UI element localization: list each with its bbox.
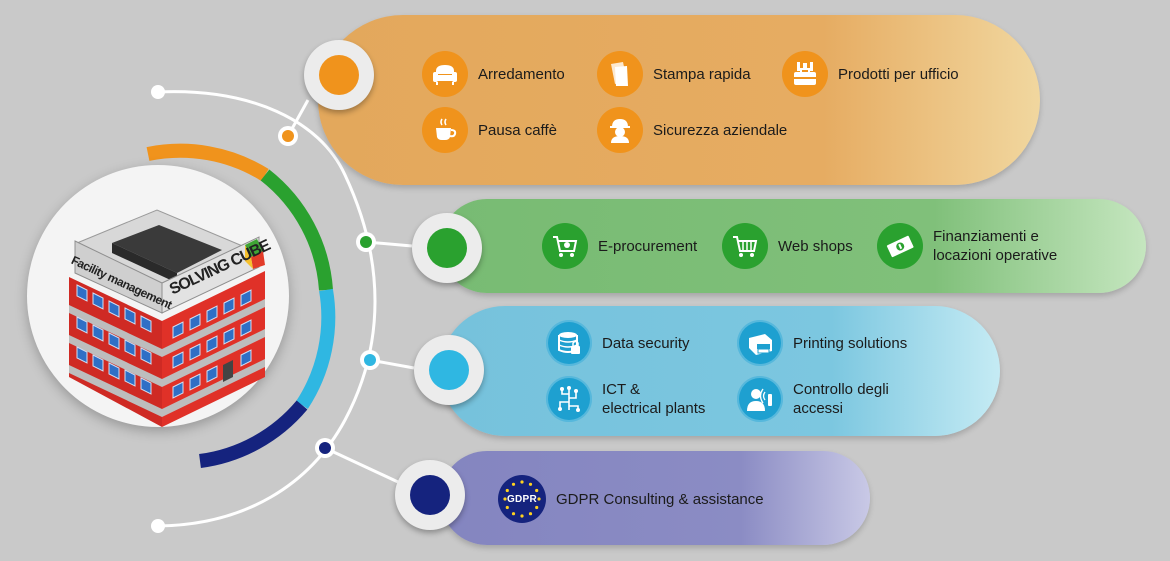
service-label: Data security (602, 334, 690, 352)
category-dot-navy (395, 460, 465, 530)
service-label: Printing solutions (793, 334, 908, 352)
service-label: E-procurement (598, 237, 698, 255)
service-label: Controllo degli accessi (793, 381, 889, 417)
service-label: Arredamento (478, 65, 565, 83)
band-office-services (318, 15, 1040, 185)
ring-segment-green (260, 169, 333, 291)
category-dot-blue (414, 335, 484, 405)
hub-circle: Facility management SOLVING CUBE (27, 165, 289, 427)
service-sicurezza-aziendale: Sicurezza aziendale (597, 107, 787, 153)
ring-segment-navy (198, 400, 308, 468)
service-label: GDPR Consulting & assistance (556, 490, 764, 508)
service-pausa-caffe: Pausa caffè (422, 107, 557, 153)
service-arredamento: Arredamento (422, 51, 565, 97)
office-supplies-icon (782, 51, 828, 97)
service-label: Sicurezza aziendale (653, 121, 788, 139)
service-label: Prodotti per ufficio (838, 65, 959, 83)
connector-arc (157, 90, 377, 528)
service-web-shops: Web shops (722, 223, 853, 269)
access-control-icon (737, 376, 783, 422)
printer-icon (737, 320, 783, 366)
service-controllo-accessi: Controllo degli accessi (737, 376, 889, 422)
connector-endpoint-bottom (151, 519, 165, 533)
service-printing-solutions: Printing solutions (737, 320, 907, 366)
service-data-security: Data security (546, 320, 690, 366)
service-label: ICT & electrical plants (602, 381, 706, 417)
banknote-icon (877, 223, 923, 269)
building-illustration (69, 209, 265, 427)
service-label: Stampa rapida (653, 65, 751, 83)
ring-segment-orange (146, 143, 269, 181)
cart-gear-icon (542, 223, 588, 269)
circuit-icon (546, 376, 592, 422)
connector-endpoint-top (151, 85, 165, 99)
gdpr-badge-text: GDPR (506, 493, 538, 505)
connector-line-4 (324, 446, 399, 484)
coffee-cup-icon (422, 107, 468, 153)
papers-icon (597, 51, 643, 97)
service-finanziamenti: Finanziamenti e locazioni operative (877, 223, 1057, 269)
category-dot-green (412, 213, 482, 283)
gdpr-badge-icon: GDPR (498, 475, 546, 523)
service-gdpr: GDPR GDPR Consulting & assistance (498, 475, 764, 523)
service-label: Web shops (778, 237, 853, 255)
band-ict (440, 306, 1000, 436)
worker-helmet-icon (597, 107, 643, 153)
service-stampa-rapida: Stampa rapida (597, 51, 751, 97)
armchair-icon (422, 51, 468, 97)
ring-segment-blue (296, 288, 336, 409)
service-e-procurement: E-procurement (542, 223, 697, 269)
service-label: Finanziamenti e locazioni operative (933, 228, 1058, 264)
category-dot-orange (304, 40, 374, 110)
database-lock-icon (546, 320, 592, 366)
shopping-cart-icon (722, 223, 768, 269)
service-label: Pausa caffè (478, 121, 557, 139)
service-prodotti-ufficio: Prodotti per ufficio (782, 51, 959, 97)
service-ict-electrical: ICT & electrical plants (546, 376, 705, 422)
